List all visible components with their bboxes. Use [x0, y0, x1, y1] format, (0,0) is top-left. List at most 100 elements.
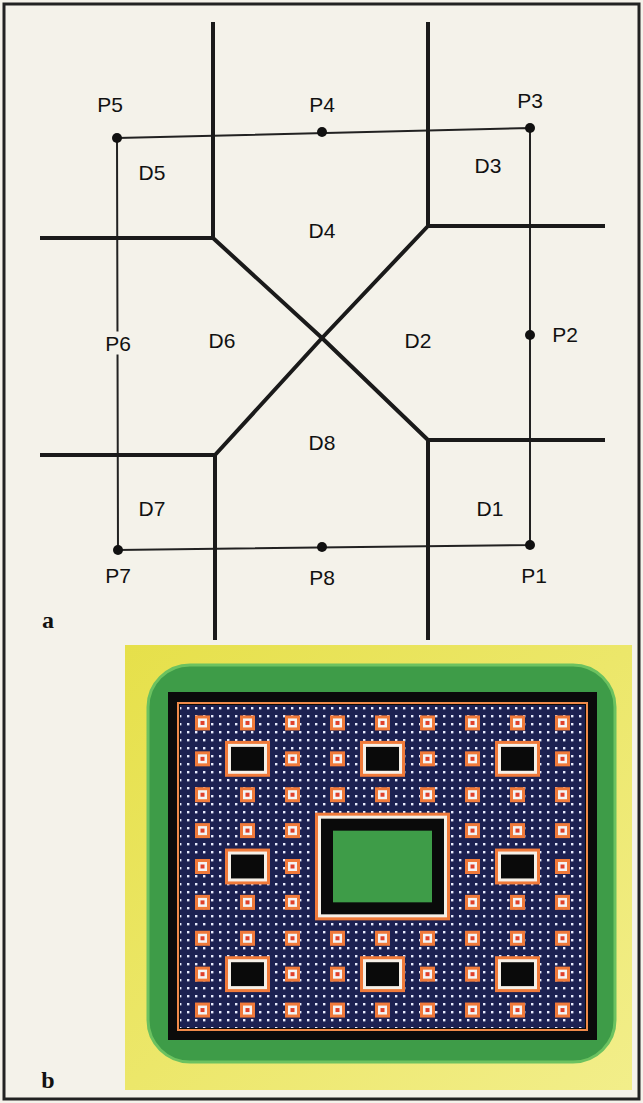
- carpet-hole: [242, 825, 254, 837]
- carpet-hole: [228, 744, 267, 774]
- carpet-hole: [381, 721, 385, 725]
- carpet-hole: [516, 1008, 520, 1012]
- carpet-hole: [422, 1004, 434, 1016]
- carpet-hole: [557, 717, 569, 729]
- carpet-hole: [495, 849, 540, 885]
- carpet-hole: [377, 789, 389, 801]
- carpet-hole: [242, 717, 254, 729]
- carpet-hole: [197, 896, 209, 908]
- carpet-hole: [332, 968, 344, 980]
- carpet-hole: [201, 1008, 205, 1012]
- carpet-hole: [381, 1008, 385, 1012]
- point-label: P5: [95, 93, 125, 116]
- carpet-hole: [246, 1008, 250, 1012]
- carpet-hole: [426, 757, 430, 761]
- carpet-hole: [366, 962, 399, 986]
- carpet-hole: [242, 789, 254, 801]
- carpet-hole: [426, 972, 430, 976]
- carpet-hole: [287, 717, 299, 729]
- carpet-hole: [471, 793, 475, 797]
- carpet-hole: [561, 900, 565, 904]
- carpet-hole: [287, 789, 299, 801]
- carpet-hole: [201, 900, 205, 904]
- carpet-hole: [501, 747, 534, 771]
- region-label: D8: [307, 431, 338, 454]
- region-label: D1: [475, 497, 506, 520]
- carpet-hole: [197, 825, 209, 837]
- carpet-hole: [336, 1008, 340, 1012]
- carpet-hole: [377, 932, 389, 944]
- carpet-hole: [231, 855, 264, 879]
- carpet-hole: [501, 962, 534, 986]
- carpet-hole: [557, 968, 569, 980]
- carpet-hole: [246, 721, 250, 725]
- carpet-hole: [467, 789, 479, 801]
- carpet-hole: [197, 1004, 209, 1016]
- carpet-hole: [467, 717, 479, 729]
- carpet-hole: [561, 972, 565, 976]
- carpet-hole: [287, 896, 299, 908]
- point-label: P3: [515, 89, 545, 112]
- carpet-hole: [512, 789, 524, 801]
- carpet-hole: [516, 721, 520, 725]
- carpet-hole: [495, 741, 540, 777]
- carpet-hole: [557, 753, 569, 765]
- carpet-hole: [557, 1004, 569, 1016]
- carpet-hole: [225, 849, 270, 885]
- carpet-hole: [336, 793, 340, 797]
- carpet-hole: [197, 753, 209, 765]
- point-label: P8: [307, 566, 337, 589]
- carpet-hole: [318, 816, 447, 918]
- carpet-hole: [422, 968, 434, 980]
- carpet-hole: [561, 793, 565, 797]
- carpet-hole: [287, 932, 299, 944]
- carpet-hole: [426, 793, 430, 797]
- carpet-hole: [201, 936, 205, 940]
- region-label: D7: [137, 497, 168, 520]
- carpet-hole: [467, 861, 479, 873]
- carpet-hole: [512, 1004, 524, 1016]
- yellow-ground: [125, 645, 632, 1090]
- carpet-hole: [228, 959, 267, 989]
- carpet-hole: [291, 829, 295, 833]
- carpet-hole: [498, 852, 537, 882]
- carpet-hole: [291, 936, 295, 940]
- carpet-hole: [471, 757, 475, 761]
- carpet-hole: [422, 789, 434, 801]
- carpet-hole: [467, 968, 479, 980]
- carpet-hole: [332, 932, 344, 944]
- carpet-hole: [557, 896, 569, 908]
- point-label: P4: [307, 93, 337, 116]
- point-label: P7: [103, 564, 133, 587]
- carpet-hole: [246, 793, 250, 797]
- carpet-hole: [498, 959, 537, 989]
- carpet-hole: [332, 717, 344, 729]
- carpet-hole: [561, 936, 565, 940]
- region-label: D2: [403, 329, 434, 352]
- carpet-hole: [561, 757, 565, 761]
- carpet-hole: [557, 932, 569, 944]
- carpet-hole: [201, 972, 205, 976]
- panel-letter: b: [39, 1067, 56, 1093]
- carpet-hole: [242, 932, 254, 944]
- carpet-hole: [501, 855, 534, 879]
- carpet-hole: [360, 956, 405, 992]
- carpet-hole: [332, 1004, 344, 1016]
- carpet-hole: [336, 721, 340, 725]
- carpet-hole: [287, 753, 299, 765]
- carpet-hole: [336, 757, 340, 761]
- carpet-hole: [561, 1008, 565, 1012]
- region-boundaries: [40, 22, 605, 640]
- carpet-hole: [467, 932, 479, 944]
- panel-letter: a: [40, 607, 56, 633]
- carpet-hole: [321, 819, 444, 915]
- carpet-hole: [287, 825, 299, 837]
- carpet-hole: [516, 900, 520, 904]
- carpet-hole: [225, 956, 270, 992]
- region-label: D5: [137, 161, 168, 184]
- carpet-hole: [225, 741, 270, 777]
- carpet-hole: [467, 896, 479, 908]
- carpet-hole: [201, 829, 205, 833]
- carpet-hole: [471, 721, 475, 725]
